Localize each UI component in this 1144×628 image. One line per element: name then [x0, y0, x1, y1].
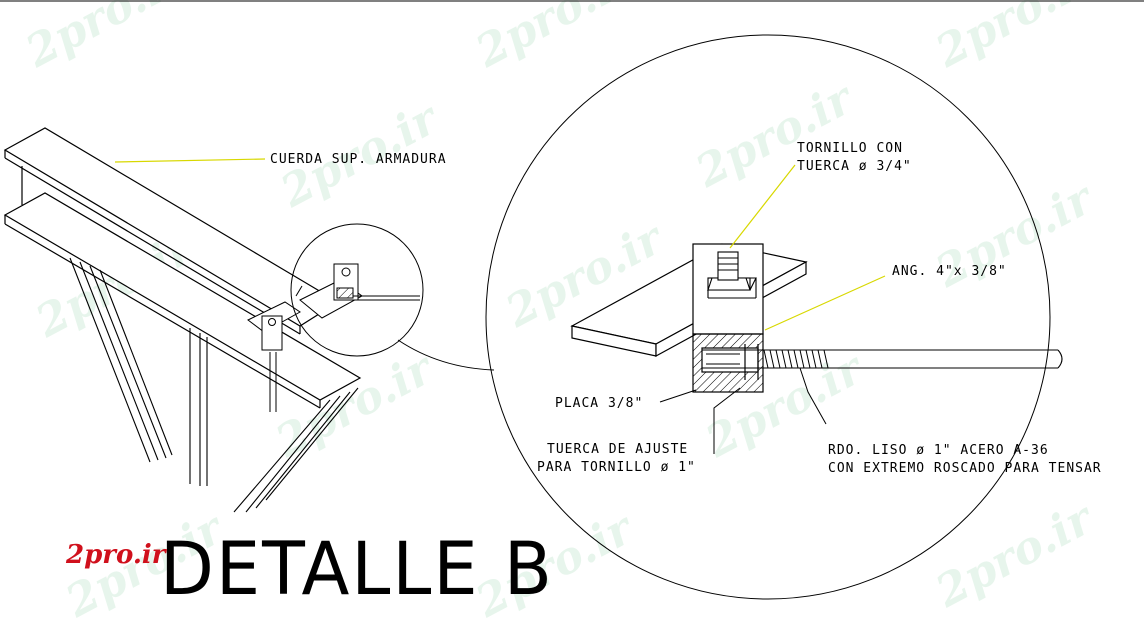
label-cuerda: CUERDA SUP. ARMADURA — [270, 152, 447, 167]
bolt-3-4 — [707, 251, 757, 299]
label-tornillo-line-1: TORNILLO CON — [797, 141, 903, 156]
detail-connector-curve — [397, 339, 495, 371]
leader-rdo — [799, 367, 827, 425]
truss-chord-beam — [3, 127, 362, 409]
detail-circle-small — [290, 223, 424, 357]
label-tuerca-line-1: TUERCA DE AJUSTE — [547, 442, 689, 457]
label-rdo-line-1: RDO. LISO ø 1" ACERO A-36 — [828, 443, 1049, 458]
label-tornillo-line-2: TUERCA ø 3/4" — [797, 159, 912, 174]
leader-cuerda — [114, 158, 266, 163]
leader-placa — [659, 389, 697, 403]
leader-tuerca — [713, 387, 741, 454]
label-placa: PLACA 3/8" — [555, 396, 644, 411]
adjusting-nut — [692, 333, 764, 393]
vertical-member — [189, 328, 208, 486]
leader-tornillo — [729, 164, 796, 249]
plate-3-8 — [570, 243, 808, 358]
label-tuerca-line-2: PARA TORNILLO ø 1" — [537, 460, 696, 475]
threaded-rod — [702, 349, 1063, 369]
drawing-title: DETALLE B — [160, 525, 554, 613]
label-rdo-line-2: CON EXTREMO ROSCADO PARA TENSAR — [828, 461, 1102, 476]
diagonal-member-left — [69, 257, 173, 463]
detail-circle-large — [485, 34, 1051, 600]
label-angulo: ANG. 4"x 3/8" — [892, 264, 1007, 279]
leader-angulo — [764, 275, 886, 331]
site-logo: 2pro.ir — [66, 540, 166, 570]
connection-detail-small — [247, 263, 420, 412]
diagonal-member-right — [233, 387, 359, 513]
